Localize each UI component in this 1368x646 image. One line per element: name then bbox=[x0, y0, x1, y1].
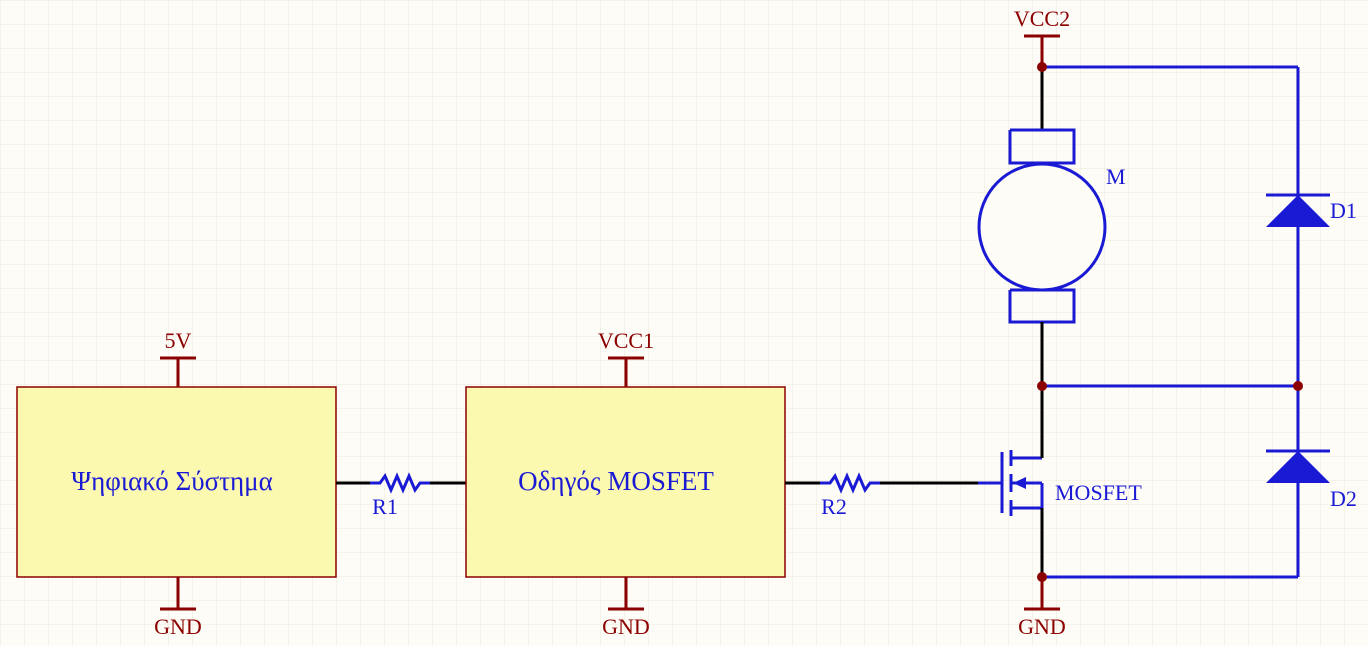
ground-label-1: GND bbox=[154, 614, 202, 639]
power-port-5v[interactable]: 5V bbox=[160, 328, 196, 387]
motor[interactable]: M bbox=[977, 128, 1126, 324]
digital-system-label: Ψηφιακό Σύστημα bbox=[71, 466, 273, 496]
motor-label: M bbox=[1106, 164, 1126, 189]
resistor-r2-label: R2 bbox=[821, 494, 847, 519]
mosfet-transistor[interactable]: MOSFET bbox=[978, 450, 1142, 516]
ground-port-2[interactable]: GND bbox=[602, 577, 650, 639]
diode-d2[interactable]: D2 bbox=[1266, 386, 1357, 577]
ground-port-1[interactable]: GND bbox=[154, 577, 202, 639]
digital-system-block[interactable]: Ψηφιακό Σύστημα bbox=[16, 386, 337, 578]
junction-bottom bbox=[1037, 572, 1047, 582]
resistor-r2[interactable]: R2 bbox=[785, 472, 978, 519]
resistor-r1-label: R1 bbox=[372, 494, 398, 519]
junction-mid-left bbox=[1037, 381, 1047, 391]
diode-d2-label: D2 bbox=[1330, 486, 1357, 511]
diode-d1[interactable]: D1 bbox=[1266, 67, 1357, 386]
power-label-vcc2: VCC2 bbox=[1014, 6, 1070, 31]
power-label-vcc1: VCC1 bbox=[598, 328, 654, 353]
power-port-vcc2[interactable]: VCC2 bbox=[1014, 6, 1070, 67]
power-port-vcc1[interactable]: VCC1 bbox=[598, 328, 654, 387]
junction-vcc2 bbox=[1037, 62, 1047, 72]
junction-mid-right bbox=[1293, 381, 1303, 391]
power-label-5v: 5V bbox=[165, 328, 192, 353]
diode-d1-label: D1 bbox=[1330, 198, 1357, 223]
mosfet-driver-block[interactable]: Οδηγός MOSFET bbox=[465, 386, 786, 578]
ground-port-3[interactable]: GND bbox=[1018, 577, 1066, 639]
mosfet-arrow-icon bbox=[1013, 477, 1026, 489]
mosfet-driver-label: Οδηγός MOSFET bbox=[518, 466, 714, 496]
resistor-r1[interactable]: R1 bbox=[336, 472, 466, 519]
mosfet-label: MOSFET bbox=[1055, 480, 1142, 505]
ground-label-3: GND bbox=[1018, 614, 1066, 639]
ground-label-2: GND bbox=[602, 614, 650, 639]
